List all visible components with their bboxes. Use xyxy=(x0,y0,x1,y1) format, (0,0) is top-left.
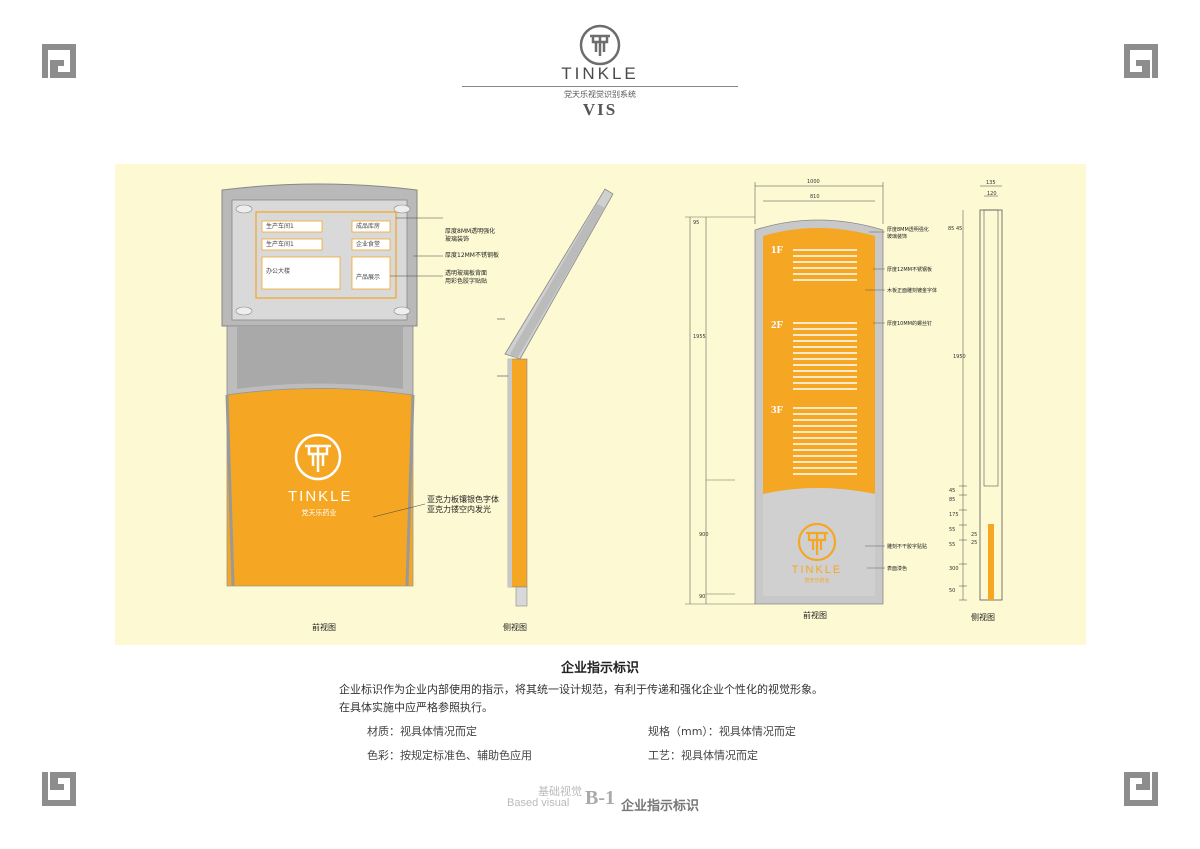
drawing-panel: 前视图 侧视图 前视图 侧视图 生产车间1 成品库房 生产车间1 企业食堂 办公… xyxy=(115,164,1086,645)
sign2-front-view xyxy=(685,182,885,605)
dim-width-inner: 810 xyxy=(810,194,820,200)
panel-item-1: 生产车间1 xyxy=(266,223,294,230)
sign2-front-caption: 前视图 xyxy=(803,611,827,620)
side-dim-tick-2: 85 xyxy=(949,497,956,503)
spec-craft: 工艺：视具体情况而定 xyxy=(648,749,758,762)
sign1-annotation-4a: 亚克力板镶银色字体 xyxy=(427,495,499,504)
sign1-annotation-2: 厚度12MM不锈钢板 xyxy=(445,252,499,259)
header-system-label: VIS xyxy=(582,100,618,119)
sign2-annotation-1a: 厚度8MM透明强化 xyxy=(887,227,929,233)
sign1-side-caption: 侧视图 xyxy=(503,623,527,632)
side-dim-tick-1: 45 xyxy=(949,488,956,494)
footer-code: B-1 xyxy=(585,787,615,809)
corner-ornament-bottom-right xyxy=(1124,772,1158,806)
spec-color: 色彩：按规定标准色、辅助色应用 xyxy=(367,749,532,762)
side-dim-tick-4: 55 xyxy=(949,527,956,533)
section-title: 企业指示标识 xyxy=(560,661,639,676)
corner-ornament-bottom-left xyxy=(42,772,76,806)
sign2-brand: TINKLE xyxy=(791,564,843,576)
dim-width-total: 1000 xyxy=(807,179,820,185)
panel-item-3: 生产车间1 xyxy=(266,241,294,248)
dim-top: 95 xyxy=(693,220,700,226)
sign2-annotation-5: 雕刻不干胶字贴贴 xyxy=(887,544,928,550)
sign2-brand-cn: 党天乐药业 xyxy=(804,578,830,584)
panel-item-2: 成品库房 xyxy=(356,223,381,230)
dim-bottom: 90 xyxy=(699,594,706,600)
footer-label-cn: 基础视觉 xyxy=(538,785,582,798)
sign2-side-caption: 侧视图 xyxy=(971,613,995,622)
sign1-annotation-3b: 用彩色胶字贴贴 xyxy=(445,278,488,285)
panel-item-5: 办公大楼 xyxy=(266,268,291,275)
side-dim-a: 135 xyxy=(986,180,996,186)
sign1-brand: TINKLE xyxy=(288,488,353,505)
sign1-front-view xyxy=(221,183,443,587)
description-line-2: 在具体实施中应严格参照执行。 xyxy=(339,701,493,714)
floor-1-label: 1F xyxy=(771,244,784,256)
side-dim-small-1: 25 xyxy=(971,532,978,538)
side-dim-tick-3: 175 xyxy=(949,512,959,518)
side-dim-main: 1950 xyxy=(953,354,966,360)
footer-section-name: 企业指示标识 xyxy=(621,799,700,814)
dim-low: 900 xyxy=(699,532,709,538)
corner-ornament-top-right xyxy=(1124,44,1158,78)
technical-drawing xyxy=(221,182,1003,607)
sign1-annotation-3a: 透明玻璃板背面 xyxy=(445,270,488,277)
sign2-annotation-3: 木板正面雕刻镀金字体 xyxy=(887,288,938,294)
floor-3-label: 3F xyxy=(771,404,784,416)
description-line-1: 企业标识作为企业内部使用的指示，将其统一设计规范，有利于传递和强化企业个性化的视… xyxy=(339,683,823,696)
sign1-annotation-4b: 亚克力镂空内发光 xyxy=(427,505,491,514)
sign2-annotation-6: 表面漆色 xyxy=(887,566,908,572)
header-divider xyxy=(462,86,738,87)
footer-label-en: Based visual xyxy=(507,797,570,809)
spec-size: 规格（mm）：视具体情况而定 xyxy=(648,725,796,738)
side-dim-left-top: 85 45 xyxy=(948,226,963,232)
floor-2-label: 2F xyxy=(771,319,784,331)
spec-material: 材质：视具体情况而定 xyxy=(367,725,477,738)
panel-item-4: 企业食堂 xyxy=(356,241,381,248)
dim-mid: 1955 xyxy=(693,334,706,340)
side-dim-b: 120 xyxy=(987,191,997,197)
header-subtitle: 党天乐视觉识别系统 xyxy=(564,90,636,99)
sign1-brand-cn: 党天乐药业 xyxy=(301,509,337,517)
sign1-annotation-1b: 玻璃装饰 xyxy=(445,236,470,243)
side-dim-tick-7: 50 xyxy=(949,588,956,594)
side-dim-tick-5: 55 xyxy=(949,542,956,548)
sign1-side-view xyxy=(497,188,614,607)
brand-logo-icon xyxy=(579,24,621,66)
panel-item-6: 产品展示 xyxy=(356,274,381,281)
sign1-annotation-1a: 厚度8MM透明强化 xyxy=(445,228,496,235)
sign2-annotation-1b: 玻璃装饰 xyxy=(887,234,908,240)
brand-wordmark: TINKLE xyxy=(561,64,639,83)
sign1-front-caption: 前视图 xyxy=(312,623,336,632)
sign2-side-view xyxy=(959,185,1003,601)
sign2-annotation-4: 厚度10MM的螺丝钉 xyxy=(887,321,932,327)
corner-ornament-top-left xyxy=(42,44,76,78)
side-dim-tick-6: 300 xyxy=(949,566,959,572)
side-dim-small-2: 25 xyxy=(971,540,978,546)
sign2-annotation-2: 厚度12MM不锈钢板 xyxy=(887,267,932,273)
